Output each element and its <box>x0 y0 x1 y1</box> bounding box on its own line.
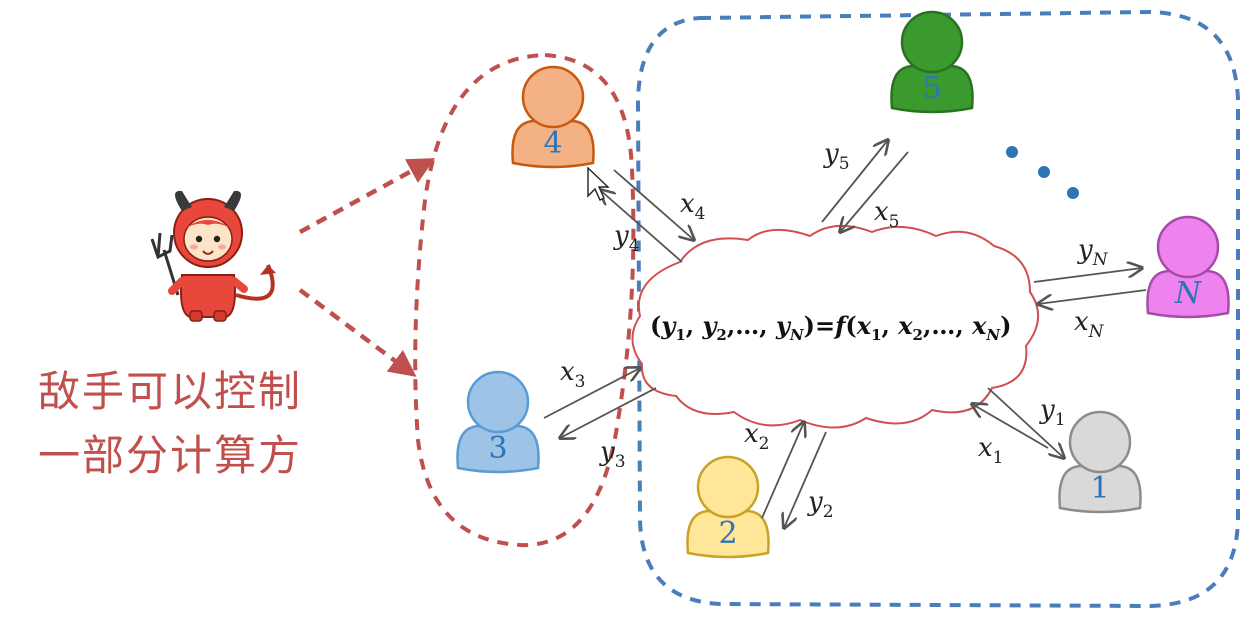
party-head <box>521 65 585 129</box>
input-arrow-N <box>1038 289 1147 304</box>
input-label-1: x1 <box>978 433 1004 468</box>
input-arrow-5 <box>840 151 909 232</box>
input-arrow-4 <box>613 169 694 240</box>
input-label-4: x4 <box>680 189 706 224</box>
caption-line-2: 一部分计算方 <box>38 431 303 480</box>
party-head <box>466 370 530 434</box>
party-node-1: 1 <box>1058 410 1142 514</box>
input-label-5: x5 <box>874 197 900 232</box>
party-head <box>900 10 964 74</box>
party-body <box>890 64 974 114</box>
output-arrow-3 <box>560 387 657 438</box>
party-label: 1 <box>1090 471 1109 506</box>
input-label-2: x2 <box>744 419 770 454</box>
input-arrow-3 <box>543 368 640 419</box>
party-label: 2 <box>718 516 737 551</box>
party-head <box>696 455 760 519</box>
output-label-2: y2 <box>807 487 834 522</box>
input-arrow-2 <box>761 422 804 519</box>
output-label-1: y1 <box>1039 395 1066 430</box>
output-arrow-4 <box>600 190 683 263</box>
party-body <box>1146 269 1230 319</box>
output-arrow-N <box>1033 268 1142 283</box>
ellipsis-dot <box>1038 166 1050 178</box>
input-label-N: xN <box>1074 307 1105 342</box>
party-label: 4 <box>543 126 562 161</box>
input-arrow-1 <box>972 404 1049 449</box>
output-arrow-1 <box>987 387 1064 458</box>
party-body <box>456 424 540 474</box>
party-body <box>1058 464 1142 514</box>
honest-group-boundary <box>635 9 1240 609</box>
party-nodes: 1 2 3 4 5N <box>456 10 1230 559</box>
party-label: 5 <box>922 71 941 106</box>
party-label: N <box>1174 276 1203 311</box>
devil-icon <box>150 190 276 322</box>
corrupted-group-boundary <box>413 52 636 548</box>
caption-line-1: 敌手可以控制 <box>38 367 303 416</box>
output-label-5: y5 <box>823 139 850 174</box>
output-arrow-2 <box>784 431 827 528</box>
output-arrow-5 <box>821 140 888 223</box>
output-label-N: yN <box>1077 235 1109 270</box>
adversary-arrow-to-4 <box>298 158 436 234</box>
party-node-5: 5 <box>890 10 974 114</box>
adversary-arrow-to-3 <box>298 288 417 377</box>
functionality-formula: (y1, y2,…, yN)=f(x1, x2,…, xN) <box>650 311 1011 344</box>
party-body <box>686 509 770 559</box>
ellipsis-dot <box>1006 146 1018 158</box>
input-label-3: x3 <box>560 357 586 392</box>
party-body <box>511 119 595 169</box>
party-node-2: 2 <box>686 455 770 559</box>
output-label-4: y4 <box>613 221 640 256</box>
party-node-3: 3 <box>456 370 540 474</box>
party-head <box>1156 215 1220 279</box>
output-label-3: y3 <box>599 437 626 472</box>
ellipsis-dot <box>1067 187 1079 199</box>
party-edges: x1 y1 x2 y2 x3 y3 x4 y4 x5 y5 xN yN <box>543 139 1147 528</box>
mouse-cursor-icon <box>587 166 610 201</box>
party-node-N: N <box>1146 215 1230 319</box>
party-node-4: 4 <box>511 65 595 169</box>
party-label: 3 <box>488 431 507 466</box>
party-head <box>1068 410 1132 474</box>
